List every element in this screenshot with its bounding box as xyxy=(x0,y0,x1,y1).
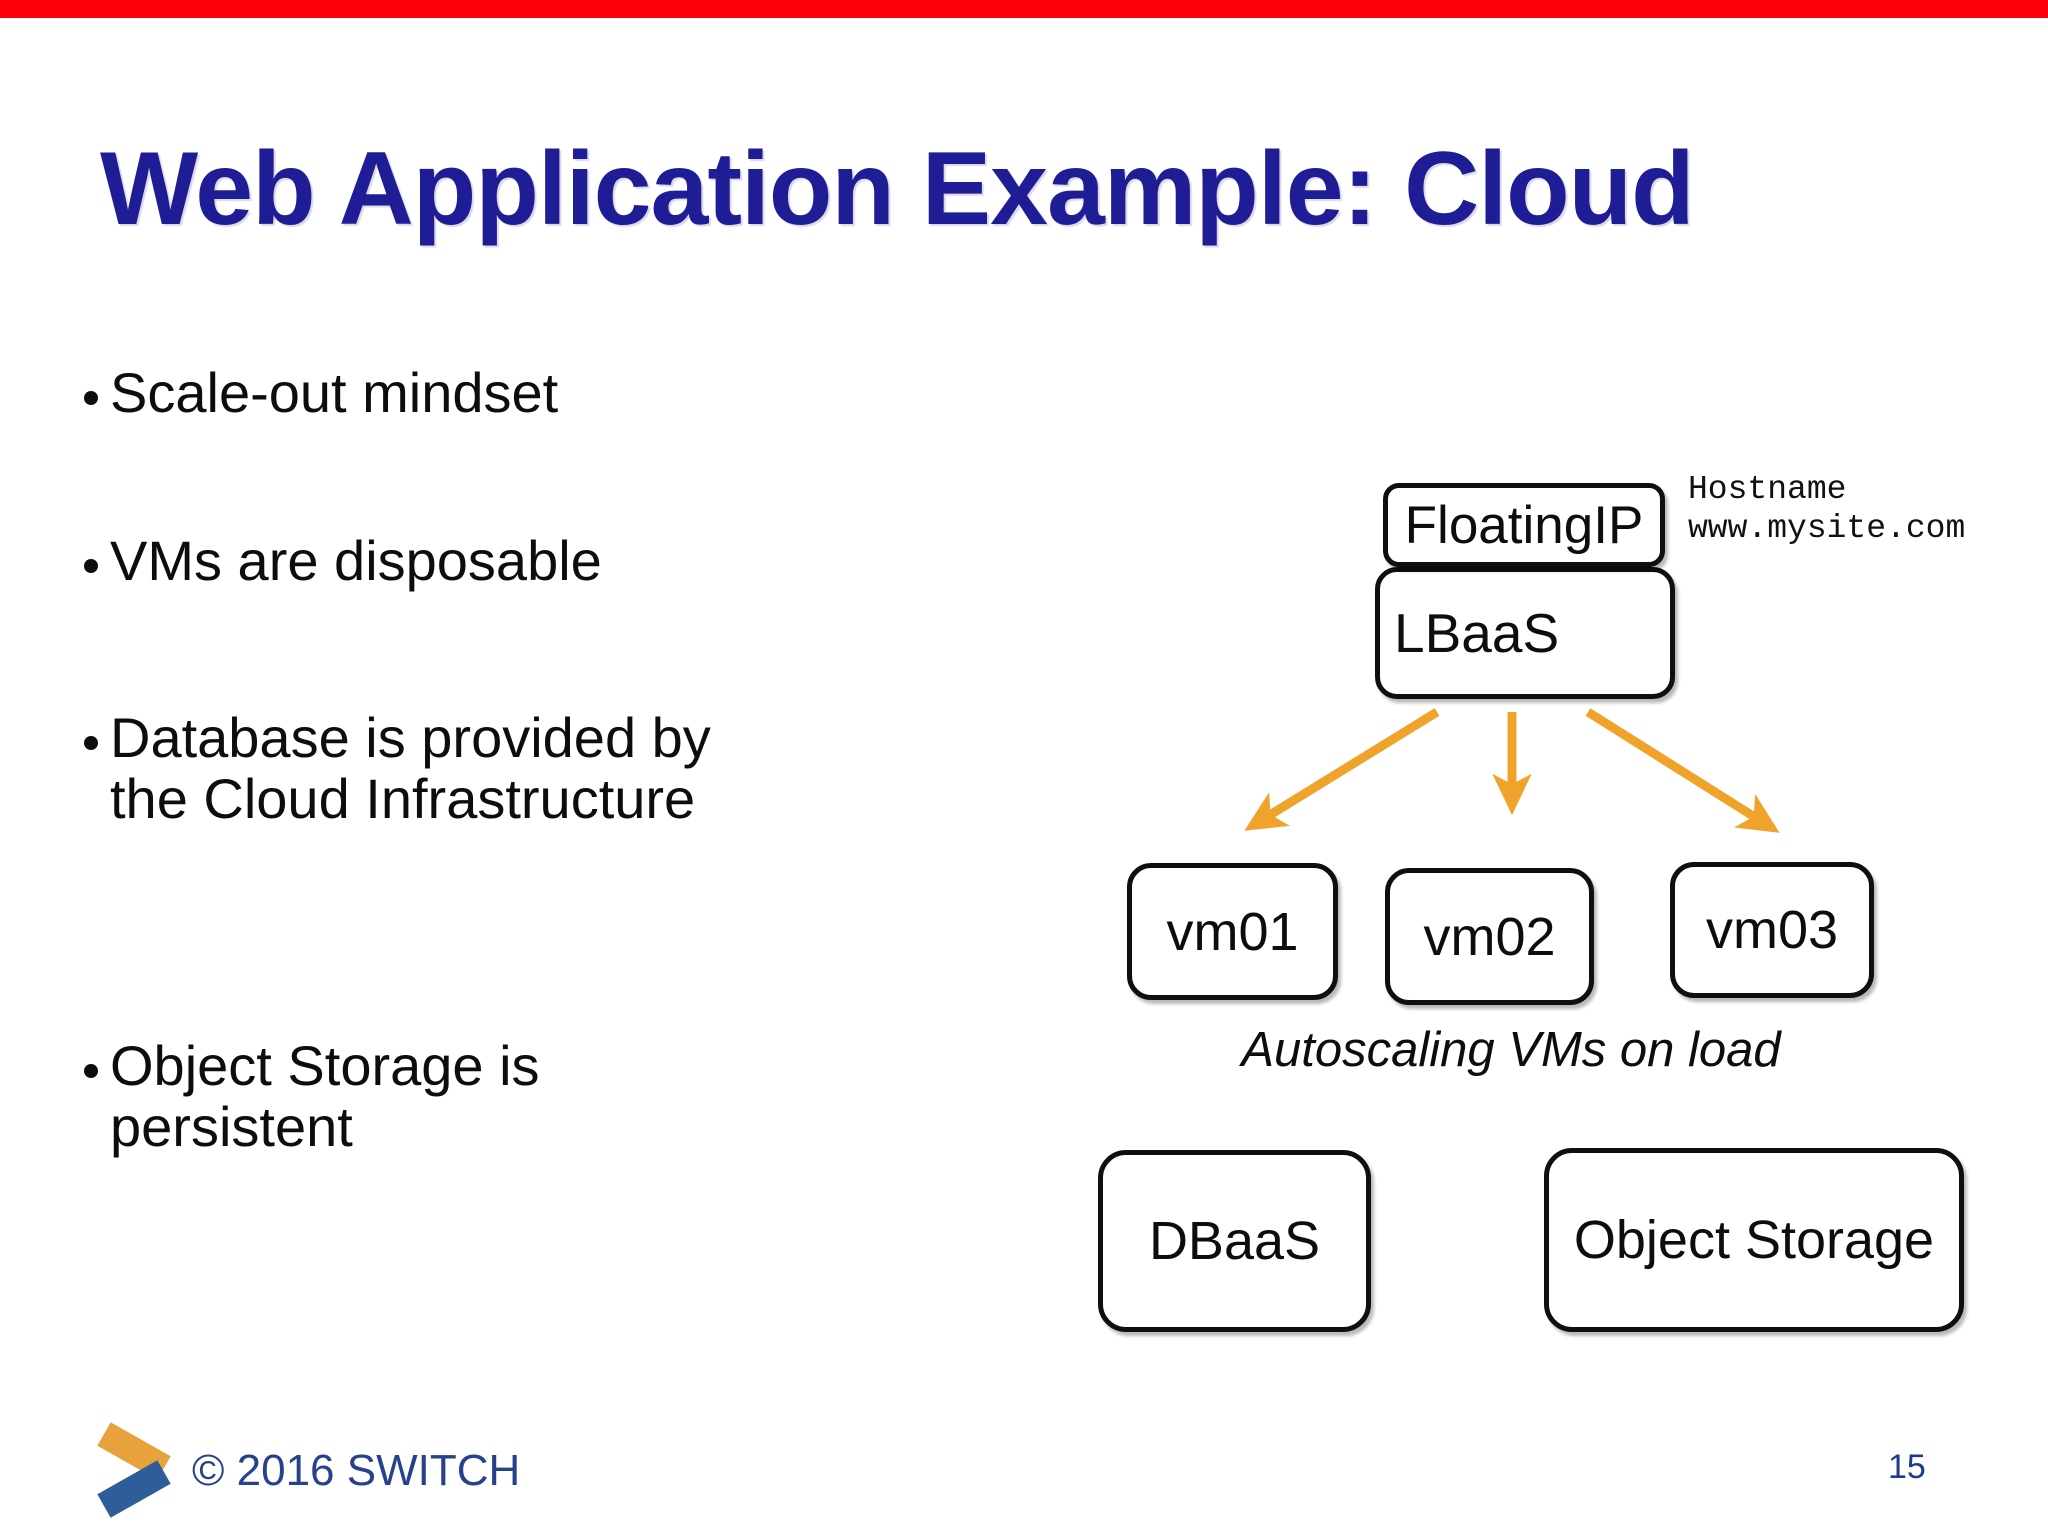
lbaas-label: LBaaS xyxy=(1394,602,1560,664)
bullet-item: Object Storage is persistent xyxy=(110,1034,540,1158)
vm03-node: vm03 xyxy=(1670,862,1874,998)
dbaas-node: DBaaS xyxy=(1098,1150,1371,1332)
vm01-label: vm01 xyxy=(1166,901,1299,962)
vm02-label: vm02 xyxy=(1423,906,1556,967)
lbaas-node: LBaaS xyxy=(1375,567,1675,699)
hostname-label: Hostname xyxy=(1688,471,1847,508)
page-number: 15 xyxy=(1888,1448,1926,1486)
object-storage-label: Object Storage xyxy=(1573,1210,1935,1270)
floating-ip-node: FloatingIP xyxy=(1383,483,1665,567)
floating-ip-label: FloatingIP xyxy=(1404,495,1644,555)
bullet-dot xyxy=(84,559,98,573)
recording-bar xyxy=(0,0,2048,18)
bullet-item: Database is provided by the Cloud Infras… xyxy=(110,706,711,830)
switch-logo-icon xyxy=(97,1422,171,1518)
copyright-text: © 2016 SWITCH xyxy=(192,1446,521,1495)
vm02-node: vm02 xyxy=(1385,868,1594,1005)
arrow-to-vm03 xyxy=(1585,708,1780,833)
arrow-to-vm01 xyxy=(1244,708,1440,831)
logo-blue-stroke xyxy=(97,1460,171,1518)
bullet-dot xyxy=(84,391,98,405)
bullet-dot xyxy=(84,1064,98,1078)
page-title: Web Application Example: Cloud xyxy=(100,131,1695,247)
bullet-item: VMs are disposable xyxy=(110,529,602,592)
dbaas-label: DBaaS xyxy=(1148,1211,1321,1271)
autoscaling-caption: Autoscaling VMs on load xyxy=(1241,1023,1781,1077)
bullet-dot xyxy=(84,736,98,750)
bullet-item: Scale-out mindset xyxy=(110,361,559,424)
vm03-label: vm03 xyxy=(1705,900,1839,960)
vm01-node: vm01 xyxy=(1127,863,1338,1000)
object-storage-node: Object Storage xyxy=(1544,1148,1964,1332)
hostname-url: www.mysite.com xyxy=(1688,510,1966,547)
hostname-annotation: Hostname www.mysite.com xyxy=(1688,470,2048,548)
